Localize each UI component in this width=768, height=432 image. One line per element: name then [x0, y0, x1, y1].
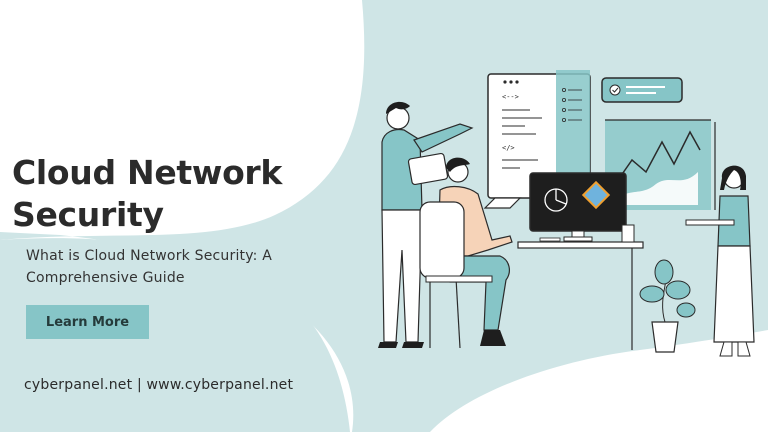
notification-card-graphic: [601, 77, 683, 103]
subtitle-line-2: Comprehensive Guide: [26, 270, 185, 286]
potted-plant-graphic: [639, 259, 696, 353]
code-glyph-top: <-->: [502, 93, 519, 101]
background-white-wave: [0, 238, 350, 432]
footer-links: cyberpanel.net | www.cyberpanel.net: [24, 377, 294, 393]
learn-more-button[interactable]: Learn More: [26, 305, 149, 339]
desk-graphic: [517, 241, 644, 350]
background-white-curve: [430, 330, 768, 432]
title-line-2: Security: [12, 195, 164, 234]
subtitle-line-1: What is Cloud Network Security: A: [26, 248, 273, 264]
page-title: Cloud Network Security: [12, 152, 282, 236]
standing-man-graphic: [378, 101, 474, 348]
title-line-1: Cloud Network: [12, 153, 283, 192]
code-glyph-bottom: </>: [502, 144, 515, 152]
check-icon: [609, 84, 621, 96]
monitor-graphic: [529, 172, 635, 243]
standing-woman-graphic: [685, 165, 755, 357]
shield-logo-icon: [581, 180, 611, 210]
page-subtitle: What is Cloud Network Security: A Compre…: [26, 245, 326, 289]
office-illustration: <--> </>: [378, 70, 755, 357]
sitting-man-graphic: [419, 157, 513, 349]
